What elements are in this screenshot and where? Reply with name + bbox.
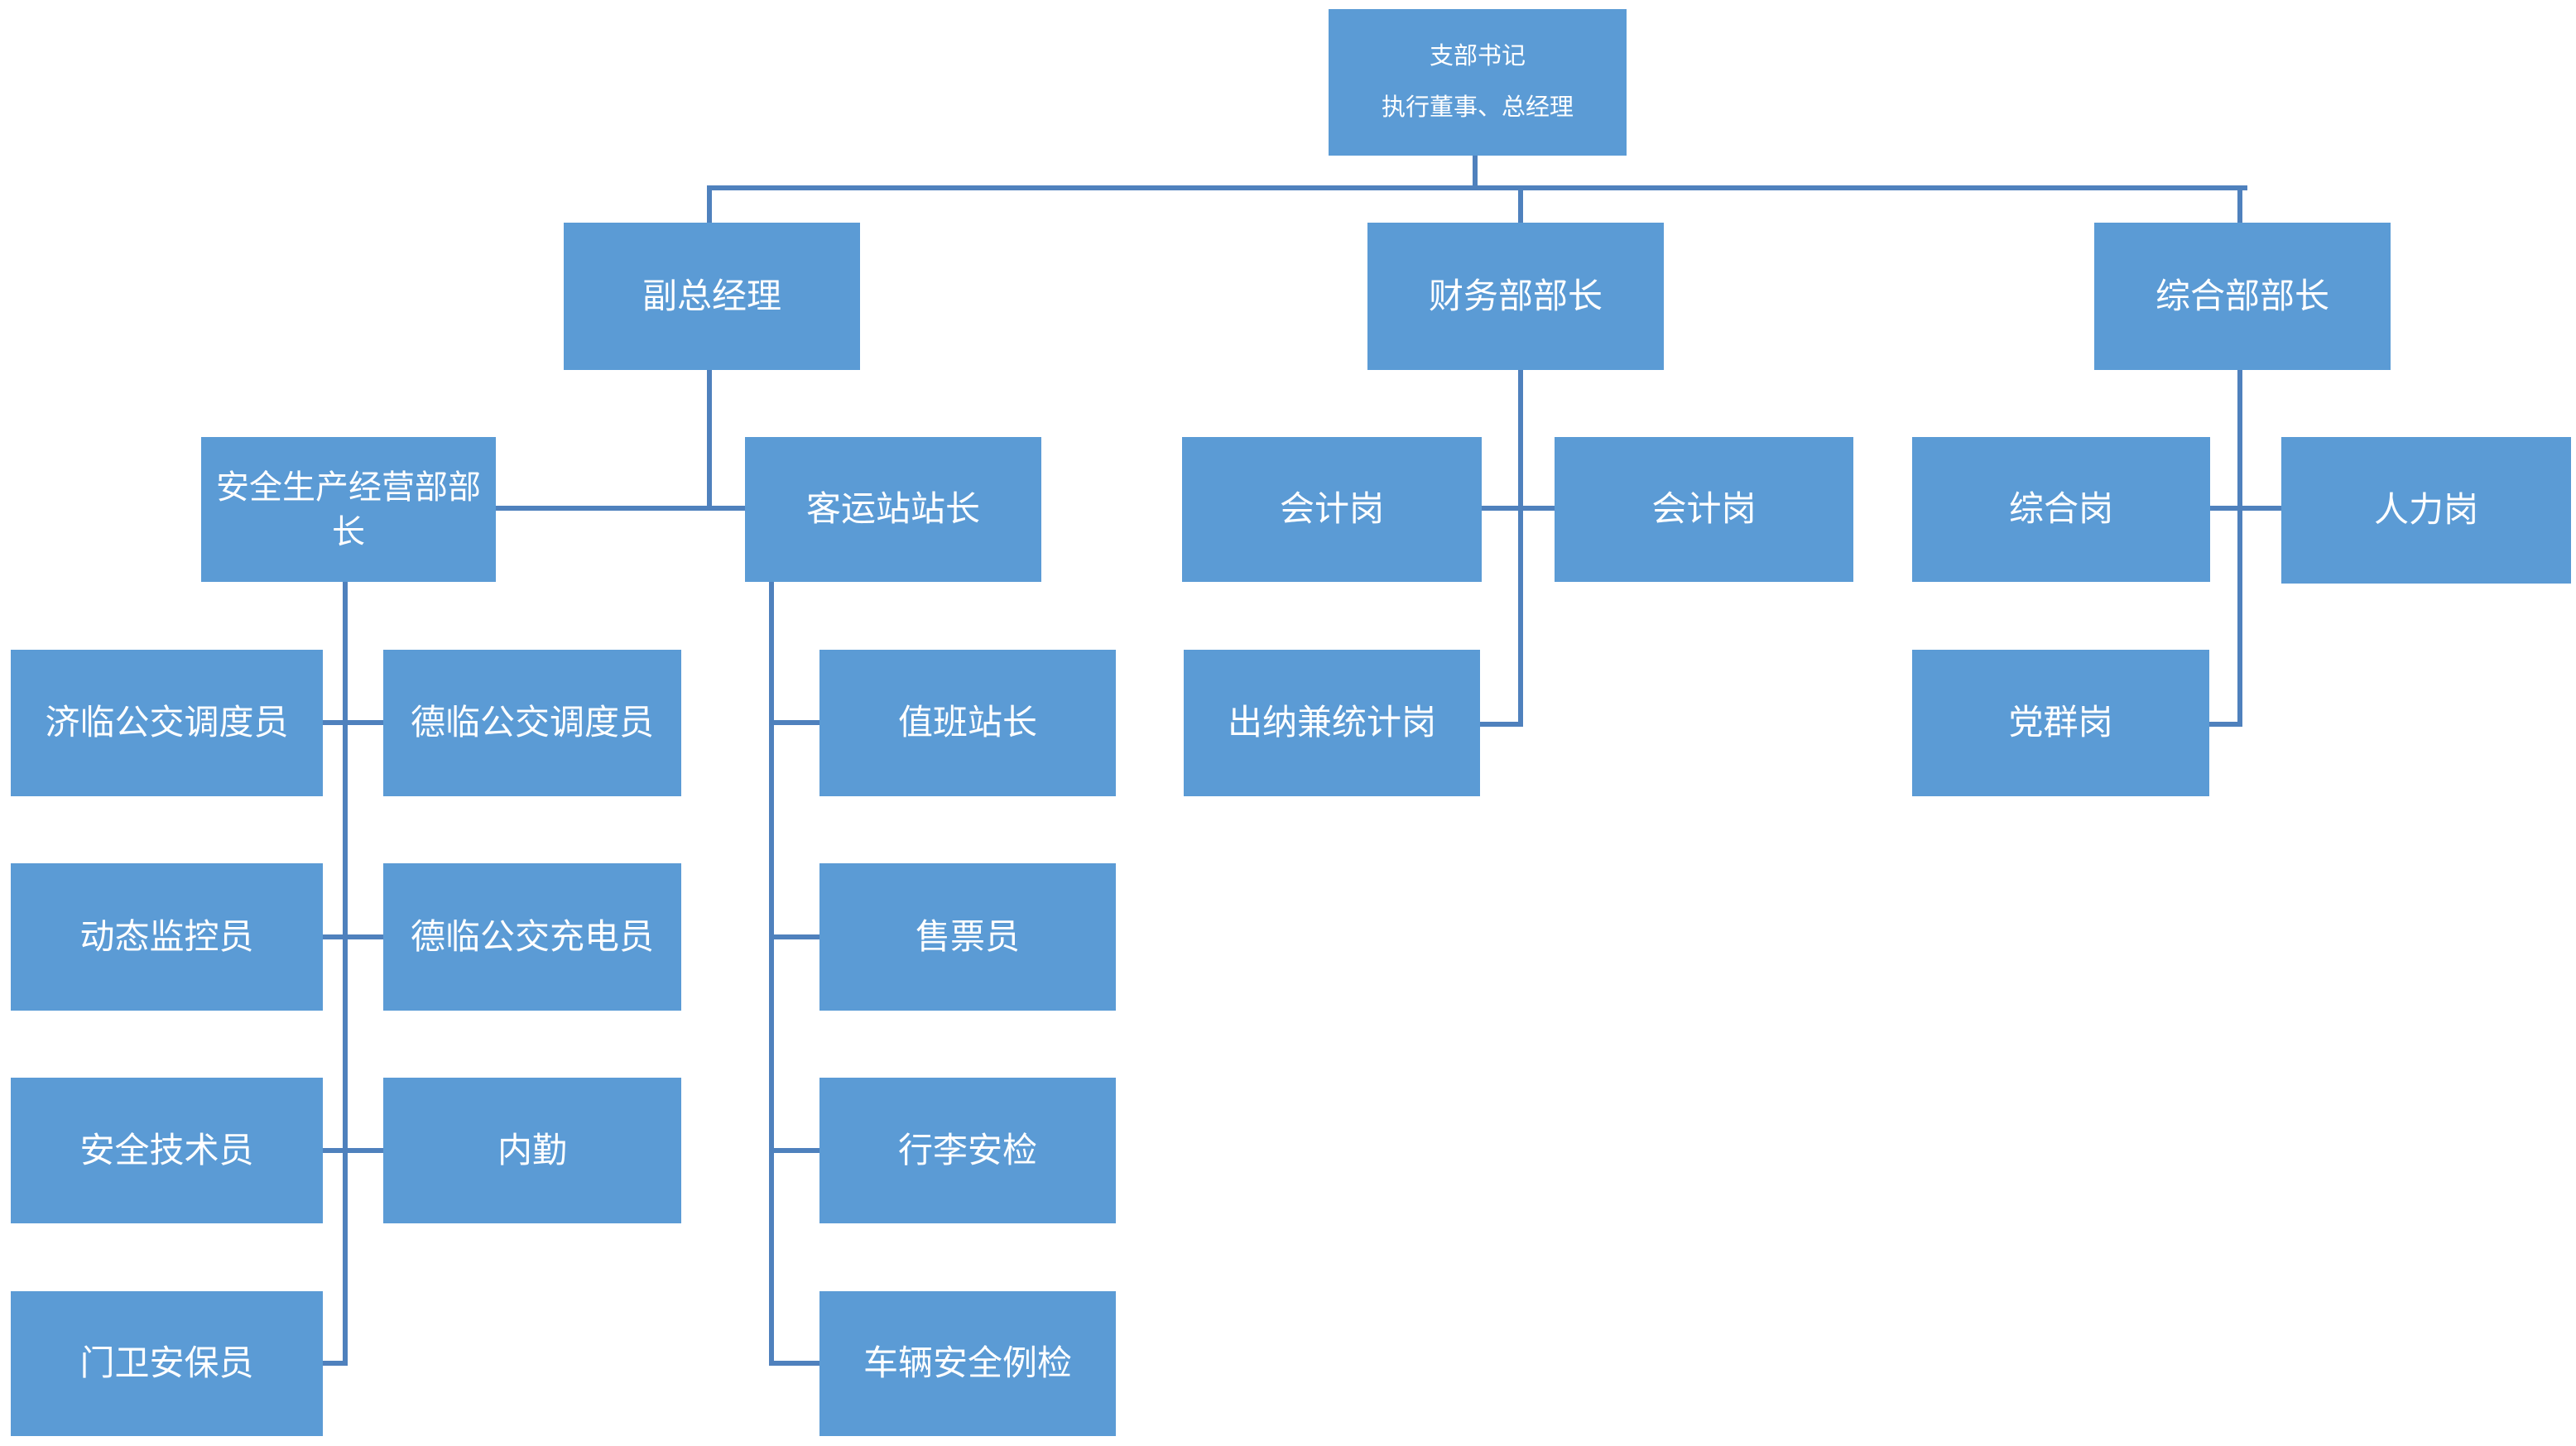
connector-passenger-trunk	[769, 582, 774, 1366]
org-node-label: 动态监控员	[79, 916, 254, 956]
org-node-vehicle-daily-safety-inspection[interactable]: 车辆安全例检	[819, 1291, 1116, 1436]
org-node-label: 人力岗	[2373, 490, 2478, 530]
org-node-label: 会计岗	[1651, 489, 1757, 529]
connector-safety-trunk	[343, 582, 348, 1366]
org-node-office-clerk[interactable]: 内勤	[383, 1078, 681, 1223]
connector-luggage-check-stub	[774, 1148, 819, 1153]
connector-party-mass-elbow	[2209, 722, 2242, 727]
org-node-label: 副总经理	[642, 276, 781, 315]
connector-drop-finance-head	[1518, 188, 1523, 223]
org-node-gate-security-guard[interactable]: 门卫安保员	[11, 1291, 323, 1436]
org-node-label: 德临公交调度员	[410, 703, 654, 742]
connector-general-hr-stub	[2210, 506, 2281, 511]
connector-ticket-seller-stub	[774, 934, 819, 939]
org-node-label: 出纳兼统计岗	[1227, 703, 1436, 742]
connector-cashier-elbow	[1480, 722, 1523, 727]
org-node-label: 德临公交充电员	[410, 916, 654, 956]
org-node-safety-technician[interactable]: 安全技术员	[11, 1078, 323, 1223]
org-node-label: 售票员	[915, 916, 1020, 956]
org-node-general-affairs-dept-head[interactable]: 综合部部长	[2094, 223, 2391, 370]
org-node-label: 车辆安全例检	[863, 1343, 1072, 1383]
org-node-dynamic-monitoring-officer[interactable]: 动态监控员	[11, 863, 323, 1011]
connector-finance-trunk	[1518, 370, 1523, 727]
org-node-jilin-bus-dispatcher[interactable]: 济临公交调度员	[11, 650, 323, 796]
org-node-accountant-post-1[interactable]: 会计岗	[1182, 437, 1482, 582]
connector-technician-clerk-stub	[323, 1148, 383, 1153]
org-node-human-resources-post[interactable]: 人力岗	[2281, 437, 2571, 584]
connector-deputy-gm-stub	[707, 370, 712, 508]
org-node-label: 门卫安保员	[79, 1343, 254, 1383]
org-node-label: 客运站站长	[805, 489, 980, 529]
connector-general-trunk	[2237, 370, 2242, 727]
org-node-finance-dept-head[interactable]: 财务部部长	[1367, 223, 1664, 370]
org-node-label: 行李安检	[897, 1130, 1037, 1170]
org-node-general-affairs-post[interactable]: 综合岗	[1912, 437, 2210, 582]
org-node-branch-secretary[interactable]: 支部书记 执行董事、总经理	[1329, 9, 1627, 156]
org-node-party-mass-post[interactable]: 党群岗	[1912, 650, 2209, 796]
org-node-label: 安全技术员	[79, 1130, 254, 1170]
connector-safety-passenger-bridge	[496, 506, 745, 511]
org-node-passenger-station-master[interactable]: 客运站站长	[745, 437, 1041, 582]
org-node-label: 安全生产经营部部长	[216, 468, 481, 550]
connector-level1-horizontal	[707, 185, 2247, 190]
org-node-accountant-post-2[interactable]: 会计岗	[1555, 437, 1853, 582]
org-node-label: 值班站长	[897, 703, 1037, 742]
org-node-luggage-security-check[interactable]: 行李安检	[819, 1078, 1116, 1223]
connector-dispatchers-stub	[323, 720, 383, 725]
org-node-label: 济临公交调度员	[45, 703, 289, 742]
org-node-sublabel: 执行董事、总经理	[1381, 94, 1574, 121]
connector-gate-guard-elbow	[323, 1361, 348, 1366]
org-node-label: 综合部部长	[2155, 276, 2329, 315]
connector-monitor-charger-stub	[323, 934, 383, 939]
connector-drop-general-head	[2237, 188, 2242, 223]
org-node-label: 支部书记	[1429, 43, 1526, 70]
connector-vehicle-inspection-elbow	[769, 1361, 819, 1366]
org-node-delin-bus-dispatcher[interactable]: 德临公交调度员	[383, 650, 681, 796]
org-node-label: 内勤	[497, 1130, 567, 1170]
connector-duty-master-stub	[774, 720, 819, 725]
org-node-label: 会计岗	[1279, 489, 1384, 529]
org-node-ticket-seller[interactable]: 售票员	[819, 863, 1116, 1011]
org-node-delin-bus-charging-officer[interactable]: 德临公交充电员	[383, 863, 681, 1011]
org-node-label: 综合岗	[2008, 489, 2113, 529]
org-node-deputy-general-manager[interactable]: 副总经理	[564, 223, 860, 370]
connector-root-drop	[1473, 156, 1478, 188]
org-node-label: 党群岗	[2008, 703, 2113, 742]
org-node-cashier-and-statistics-post[interactable]: 出纳兼统计岗	[1184, 650, 1480, 796]
org-node-duty-station-master[interactable]: 值班站长	[819, 650, 1116, 796]
org-node-safety-production-operation-head[interactable]: 安全生产经营部部长	[201, 437, 496, 582]
org-node-label: 财务部部长	[1428, 276, 1603, 315]
connector-accountants-stub	[1482, 506, 1555, 511]
connector-drop-deputy-gm	[707, 188, 712, 223]
